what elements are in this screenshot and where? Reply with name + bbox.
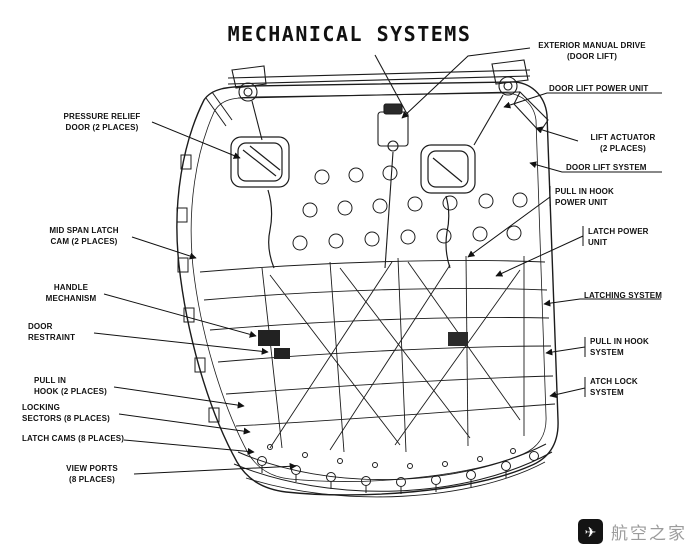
label-handle-mechanism: HANDLE MECHANISM <box>45 283 97 304</box>
leader-lines <box>93 47 662 475</box>
leader-pressure-relief-door <box>151 121 241 159</box>
leader-pull-in-hook <box>113 386 245 409</box>
label-pressure-relief-door: PRESSURE RELIEF DOOR (2 PLACES) <box>63 112 141 133</box>
leader-latch-power-unit <box>495 235 584 277</box>
left-edge-fittings <box>176 91 233 423</box>
leader-mid-span-latch-cam <box>131 236 197 260</box>
label-atch-lock-system: ATCH LOCK SYSTEM <box>590 377 638 398</box>
page-title: MECHANICAL SYSTEMS <box>227 22 472 46</box>
leader-atch-lock-system <box>549 387 586 399</box>
label-locking-sectors: LOCKING SECTORS (8 PLACES) <box>22 403 110 424</box>
door-outline <box>176 81 559 498</box>
label-pull-in-hook-system: PULL IN HOOK SYSTEM <box>590 337 649 358</box>
label-mid-span-latch-cam: MID SPAN LATCH CAM (2 PLACES) <box>49 226 119 247</box>
leader-lift-actuator <box>535 126 579 142</box>
leader-latching-system <box>543 298 661 307</box>
leader-pull-in-hook-power-unit <box>467 196 551 258</box>
label-door-lift-system: DOOR LIFT SYSTEM <box>566 163 647 172</box>
leader-door-lift-system <box>529 161 662 173</box>
label-pull-in-hook-power-unit: PULL IN HOOK POWER UNIT <box>555 187 614 208</box>
top-beam-assembly <box>227 54 549 269</box>
pressure-relief-doors <box>230 136 476 269</box>
leader-locking-sectors <box>118 413 251 435</box>
watermark: ✈ 航空之家 <box>578 519 687 544</box>
leader-door-lift-power-unit <box>503 92 662 109</box>
leader-handle-mechanism <box>103 293 257 338</box>
leader-door-restraint <box>93 332 269 355</box>
latch-linkage-lattice <box>199 255 556 453</box>
label-door-lift-power-unit: DOOR LIFT POWER UNIT <box>549 84 649 93</box>
label-door-restraint: DOOR RESTRAINT <box>28 322 76 343</box>
label-view-ports: VIEW PORTS (8 PLACES) <box>66 464 118 485</box>
watermark-text: 航空之家 <box>611 524 687 544</box>
label-latching-system: LATCHING SYSTEM <box>584 291 663 300</box>
leader-latch-cams <box>123 439 255 455</box>
label-pull-in-hook: PULL IN HOOK (2 PLACES) <box>34 376 107 397</box>
label-exterior-manual-drive: EXTERIOR MANUAL DRIVE (DOOR LIFT) <box>538 41 646 62</box>
airplane-logo-icon: ✈ <box>578 519 603 544</box>
leader-exterior-manual-drive <box>401 47 531 119</box>
label-latch-cams: LATCH CAMS (8 PLACES) <box>22 434 125 443</box>
lightening-holes <box>292 165 528 251</box>
leader-pull-in-hook-system <box>545 346 586 356</box>
airplane-icon: ✈ <box>584 523 597 540</box>
bottom-latch-row <box>233 443 553 494</box>
leader-view-ports <box>133 462 297 475</box>
label-lift-actuator: LIFT ACTUATOR (2 PLACES) <box>590 133 656 154</box>
label-latch-power-unit: LATCH POWER UNIT <box>588 227 649 248</box>
